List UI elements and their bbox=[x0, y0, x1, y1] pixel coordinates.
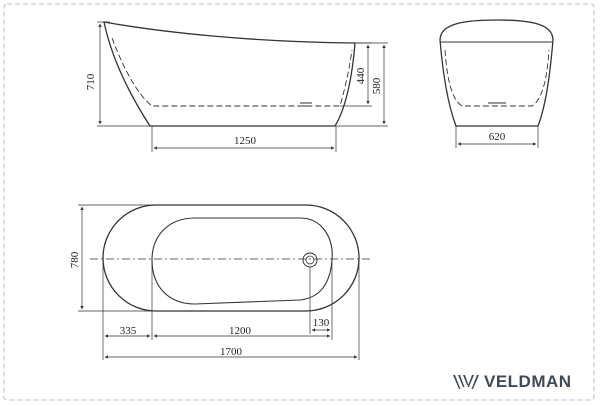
top-view-outline bbox=[102, 204, 360, 312]
side-view-inner-line bbox=[111, 37, 353, 107]
top-view bbox=[78, 204, 372, 360]
label-780: 780 bbox=[69, 251, 81, 268]
label-710: 710 bbox=[85, 73, 97, 90]
label-620: 620 bbox=[489, 131, 506, 143]
brand-name: VELDMAN bbox=[484, 372, 572, 391]
brand-logo: VELDMAN bbox=[452, 372, 572, 392]
drain-inner bbox=[305, 255, 315, 265]
drain-outer bbox=[302, 252, 318, 268]
chevrons-logo-icon bbox=[453, 375, 479, 389]
top-view-inner-basin bbox=[151, 217, 333, 305]
side-view-outline bbox=[103, 21, 356, 127]
label-130: 130 bbox=[313, 317, 330, 329]
label-440: 440 bbox=[355, 67, 367, 84]
side-view-drain bbox=[300, 102, 312, 107]
label-335: 335 bbox=[120, 325, 137, 337]
end-view-outline bbox=[439, 19, 554, 127]
label-1200: 1200 bbox=[229, 325, 252, 337]
label-1700: 1700 bbox=[220, 346, 243, 358]
label-1250: 1250 bbox=[234, 135, 257, 147]
label-580: 580 bbox=[371, 77, 383, 94]
end-view bbox=[439, 19, 554, 148]
side-view bbox=[97, 21, 388, 152]
end-view-inner-line bbox=[444, 49, 550, 107]
sheet-border bbox=[3, 3, 595, 401]
